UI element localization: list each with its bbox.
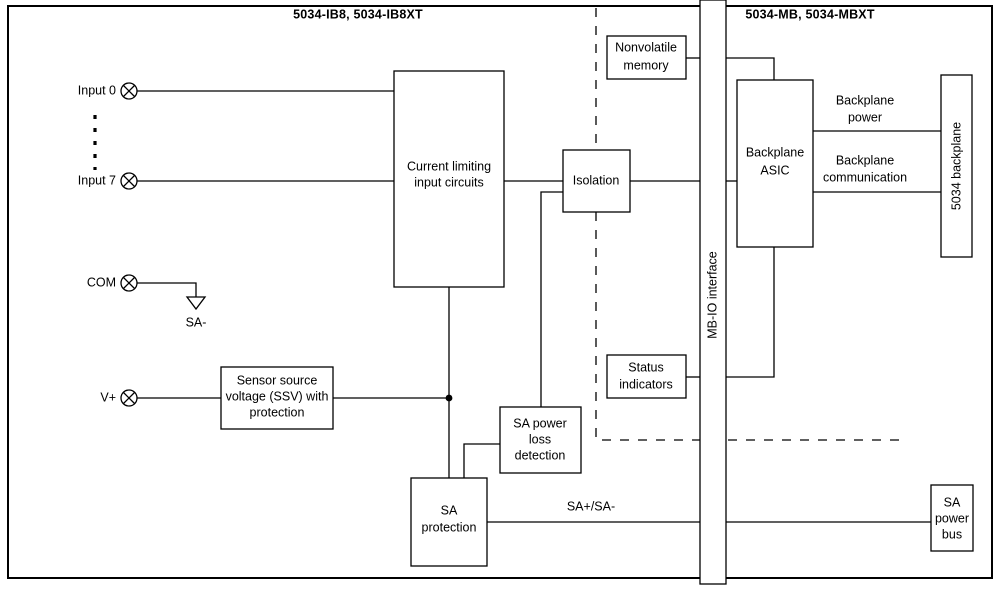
block-label-sa-power-bus-line3: bus — [942, 527, 962, 541]
wire-mbio-to-backplane-asic-bottom — [726, 247, 775, 378]
terminal-label-input0: Input 0 — [78, 83, 116, 97]
wire-label-backplane-communication-line1: Backplane — [836, 153, 894, 167]
ground-symbol-sa-minus — [185, 296, 207, 311]
block-label-sa-power-bus-line1: SA — [944, 495, 961, 509]
block-label-status-indicators-line2: indicators — [619, 377, 673, 391]
block-label-isolation: Isolation — [573, 173, 620, 187]
block-label-backplane-asic-line1: Backplane — [746, 145, 804, 159]
block-label-sa-power-loss-line2: loss — [529, 432, 551, 446]
terminal-vplus — [120, 389, 138, 407]
block-label-sa-power-loss-line3: detection — [515, 448, 566, 462]
wire-sa-power-loss-to-sa-protection — [463, 443, 500, 478]
block-sa-protection — [410, 477, 488, 567]
block-5034-backplane — [940, 74, 973, 258]
wire-label-backplane-communication-line2: communication — [823, 170, 907, 184]
wire-isolation-to-sa-power-loss-detection — [540, 191, 563, 407]
block-label-5034-backplane: 5034 backplane — [949, 122, 963, 210]
right-module-title: 5034-MB, 5034-MBXT — [745, 7, 875, 21]
block-backplane-asic — [736, 79, 814, 248]
block-label-sa-power-loss-line1: SA power — [513, 416, 567, 430]
left-module-title: 5034-IB8, 5034-IB8XT — [293, 7, 423, 21]
block-label-mb-io-interface: MB-IO interface — [705, 251, 719, 339]
block-label-nonvolatile-memory-line1: Nonvolatile — [615, 40, 677, 54]
terminal-label-vplus: V+ — [100, 390, 116, 404]
block-sa-power-bus — [930, 484, 974, 552]
wire-label-sa-plus-sa-minus: SA+/SA- — [567, 499, 615, 513]
terminal-label-input7: Input 7 — [78, 173, 116, 187]
wire-label-sa-minus: SA- — [186, 315, 207, 329]
block-label-current-limiting-line1: Current limiting — [407, 159, 491, 173]
terminal-input0 — [120, 82, 138, 100]
block-sensor-source-voltage — [220, 366, 334, 430]
block-label-nonvolatile-memory-line2: memory — [623, 58, 669, 72]
block-mb-io-interface — [699, 0, 727, 585]
isolation-boundary-lower — [595, 212, 908, 441]
junction-dot-ssv-bus — [445, 394, 453, 402]
wire-mbio-to-backplane-asic-top — [726, 57, 775, 80]
wire-com-to-ground — [137, 282, 197, 297]
block-label-ssv-line1: Sensor source — [237, 373, 318, 387]
block-label-ssv-line2: voltage (SSV) with — [226, 389, 329, 403]
block-label-ssv-line3: protection — [250, 405, 305, 419]
block-label-backplane-asic-line2: ASIC — [760, 163, 789, 177]
block-label-status-indicators-line1: Status — [628, 360, 663, 374]
block-sa-power-loss-detection — [499, 406, 582, 474]
outer-frame — [7, 5, 993, 579]
block-current-limiting-input-circuits — [393, 70, 505, 288]
wire-label-backplane-power-line1: Backplane — [836, 93, 894, 107]
block-status-indicators — [606, 354, 687, 399]
block-label-sa-protection-line2: protection — [422, 520, 477, 534]
wire-label-backplane-power-line2: power — [848, 110, 882, 124]
terminal-label-com: COM — [87, 275, 116, 289]
terminal-input7 — [120, 172, 138, 190]
block-nonvolatile-memory — [606, 35, 687, 80]
block-label-sa-power-bus-line2: power — [935, 511, 969, 525]
block-label-current-limiting-line2: input circuits — [414, 175, 483, 189]
terminal-com — [120, 274, 138, 292]
block-label-sa-protection-line1: SA — [441, 503, 458, 517]
